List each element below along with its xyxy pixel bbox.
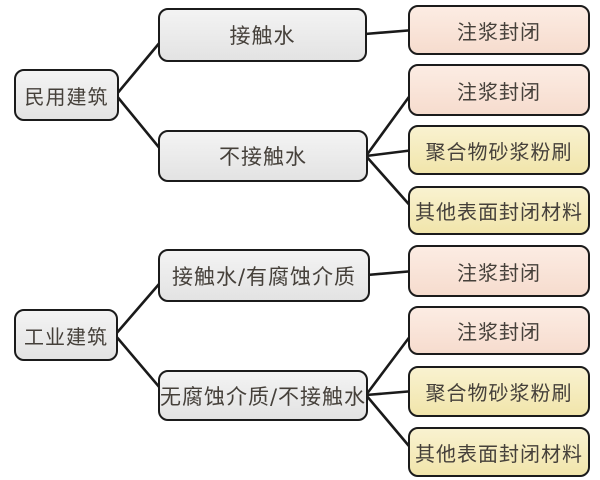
node-industrial-building: 工业建筑 <box>14 309 118 361</box>
node-treatment-other-sealing-2: 其他表面封闭材料 <box>408 427 590 477</box>
connector-civil-to-wet <box>114 33 168 97</box>
node-condition-contact-water: 接触水 <box>158 8 367 62</box>
node-treatment-other-sealing-1: 其他表面封闭材料 <box>408 186 590 235</box>
node-treatment-grout-seal-3: 注浆封闭 <box>408 245 590 297</box>
connector-dry-to-grout <box>364 88 416 158</box>
connector-wet-to-grout <box>363 28 416 36</box>
connector-civil-to-dry <box>114 93 168 158</box>
connector-dry-to-mortar <box>364 148 416 158</box>
node-treatment-polymer-mortar-2: 聚合物砂浆粉刷 <box>408 366 590 417</box>
node-treatment-grout-seal-1: 注浆封闭 <box>408 5 590 55</box>
connector-noncorrosive-to-other <box>364 393 416 454</box>
connector-noncorrosive-to-grout <box>364 329 416 397</box>
connector-dry-to-other <box>364 154 416 212</box>
node-condition-noncorrosive-dry: 无腐蚀介质/不接触水 <box>158 370 368 421</box>
node-treatment-polymer-mortar-1: 聚合物砂浆粉刷 <box>408 125 590 175</box>
node-civil-building: 民用建筑 <box>14 69 119 121</box>
connector-industrial-to-noncorrosive <box>113 333 168 397</box>
node-treatment-grout-seal-2: 注浆封闭 <box>408 64 590 116</box>
connector-noncorrosive-to-mortar <box>364 389 416 397</box>
connector-industrial-to-corrosive <box>113 274 168 337</box>
connector-corrosive-to-grout <box>365 269 416 277</box>
node-treatment-grout-seal-4: 注浆封闭 <box>408 306 590 355</box>
node-condition-no-contact-water: 不接触水 <box>158 130 368 182</box>
node-condition-water-corrosive: 接触水/有腐蚀介质 <box>158 249 370 302</box>
